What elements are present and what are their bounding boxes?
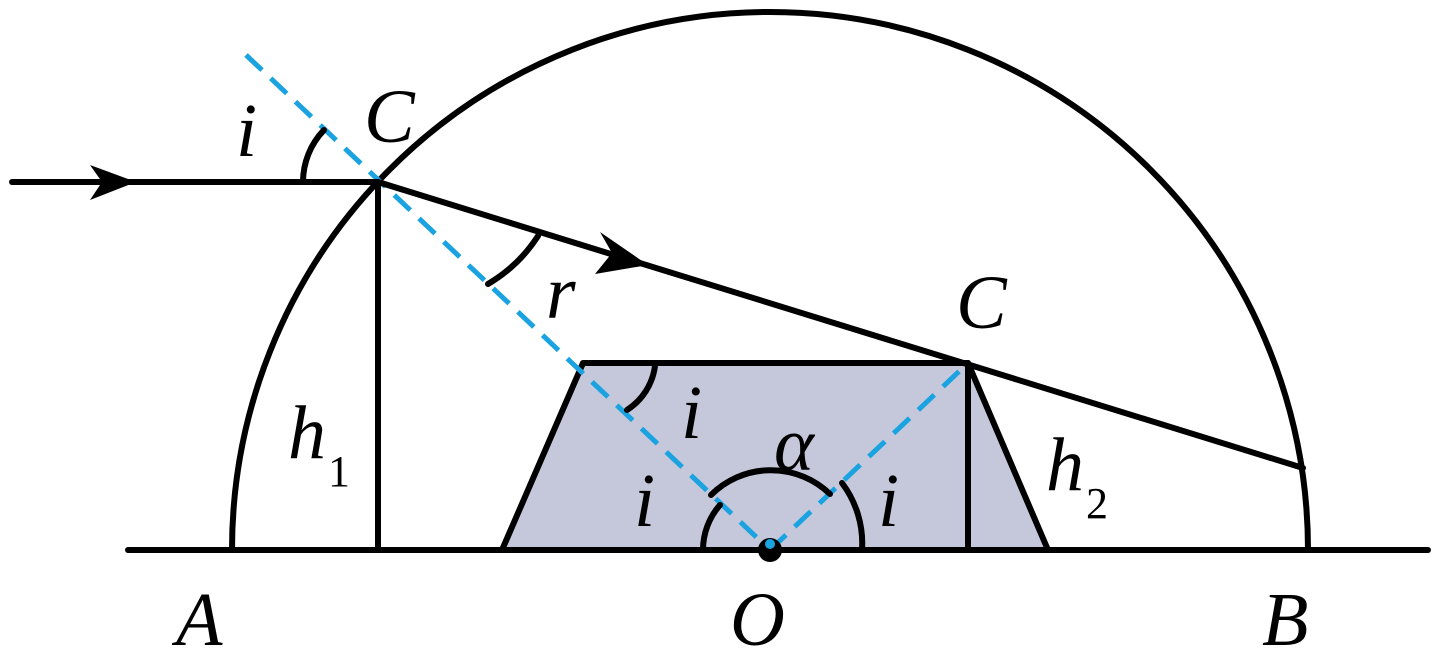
refracted-ray	[375, 179, 1306, 471]
angle-arc-alpha	[708, 467, 833, 498]
normal-dashed-line-left	[244, 53, 772, 552]
angle-arc-i-right	[839, 480, 866, 553]
incident-ray-arrowhead	[90, 165, 136, 200]
normal-dashed-line-right	[768, 361, 970, 552]
label-h2-subscript: 2	[1086, 479, 1108, 528]
label-b: B	[1262, 578, 1308, 662]
label-c-mid: C	[956, 261, 1008, 345]
center-point-o-highlight	[765, 539, 775, 549]
semicircle-arc	[229, 9, 1311, 553]
label-h1: h1	[288, 391, 350, 496]
label-h2: h2	[1046, 423, 1108, 528]
angle-arc-incidence	[300, 127, 327, 185]
label-alpha: α	[774, 403, 816, 487]
label-i-right: i	[878, 459, 899, 543]
angle-arc-i-left	[700, 502, 723, 553]
label-o: O	[730, 578, 785, 662]
label-r: r	[546, 251, 576, 335]
refracted-ray-arrowhead	[595, 232, 648, 274]
label-c-top: C	[364, 75, 416, 159]
label-i-upper: i	[681, 371, 702, 455]
label-a: A	[171, 578, 223, 662]
label-i-incidence: i	[236, 89, 257, 173]
label-h1-letter: h	[288, 391, 326, 475]
angle-arc-refraction	[485, 233, 541, 287]
angle-arc-i-upper	[624, 363, 658, 413]
label-i-left: i	[634, 459, 655, 543]
label-h1-subscript: 1	[328, 447, 350, 496]
center-point-o	[758, 538, 782, 562]
label-h2-letter: h	[1046, 423, 1084, 507]
